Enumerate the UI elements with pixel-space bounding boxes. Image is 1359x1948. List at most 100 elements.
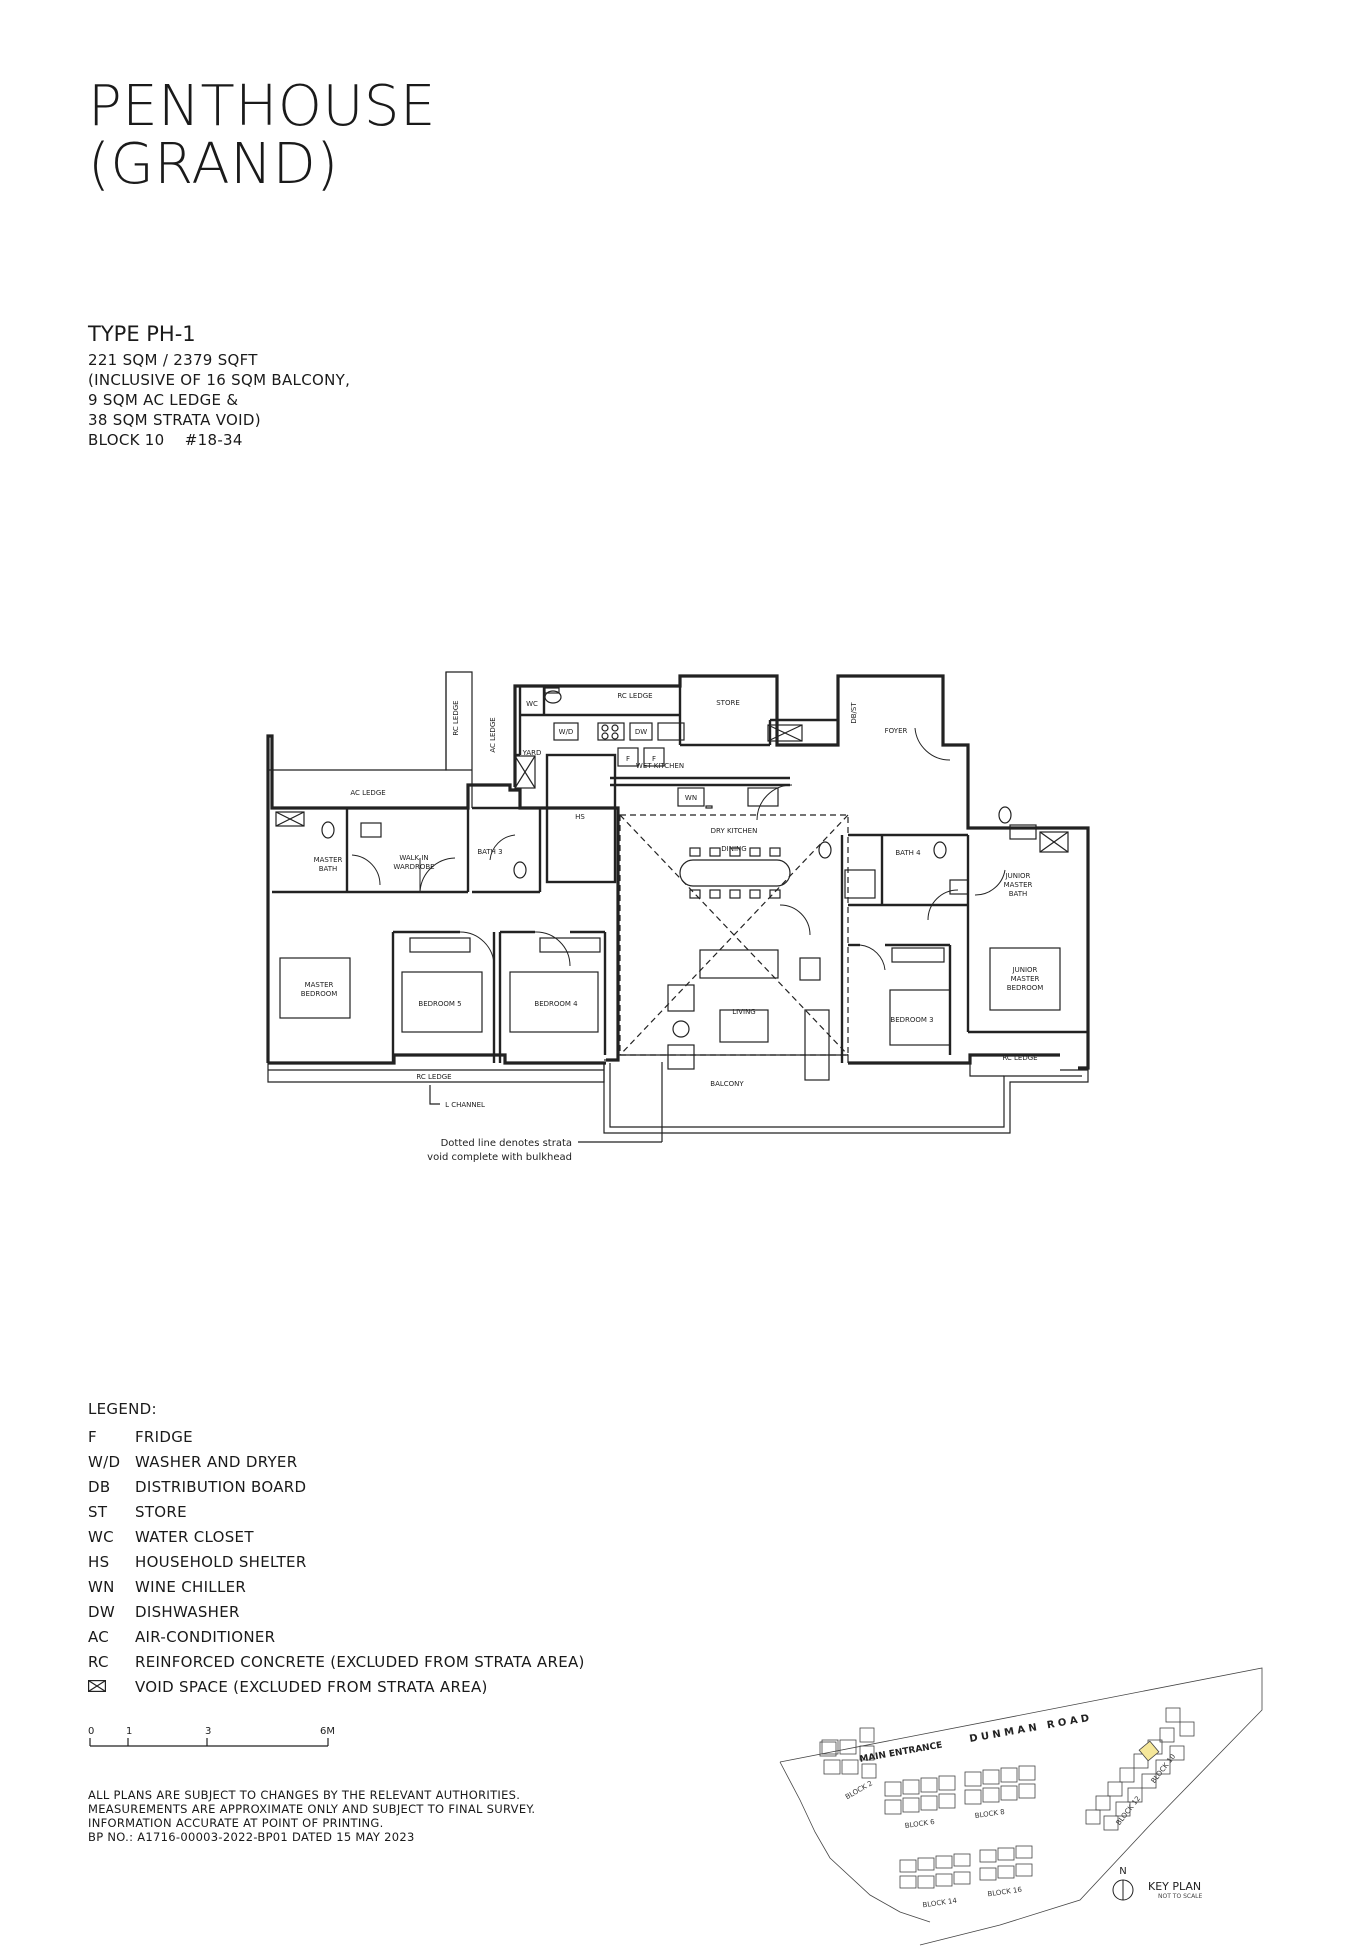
unit-area: 221 SQM / 2379 SQFT bbox=[88, 351, 258, 369]
label-living: LIVING bbox=[732, 1008, 755, 1016]
dishwasher bbox=[629, 722, 653, 741]
legend-code: WC bbox=[88, 1527, 114, 1546]
unit-info: TYPE PH-1 221 SQM / 2379 SQFT (INCLUSIVE… bbox=[88, 322, 350, 450]
label-junior-master-bath-3: BATH bbox=[1009, 890, 1028, 898]
disclaimer: ALL PLANS ARE SUBJECT TO CHANGES BY THE … bbox=[88, 1788, 535, 1844]
legend-item: WN WINE CHILLER bbox=[88, 1574, 585, 1599]
legend-label: HOUSEHOLD SHELTER bbox=[135, 1552, 307, 1571]
note-line-1: Dotted line denotes strata bbox=[441, 1138, 572, 1149]
legend-label: STORE bbox=[135, 1502, 187, 1521]
label-store: STORE bbox=[716, 699, 740, 707]
label-dry-kitchen: DRY KITCHEN bbox=[711, 827, 758, 835]
legend-label: WINE CHILLER bbox=[135, 1577, 247, 1596]
void-box-2 bbox=[514, 755, 536, 789]
label-foyer: FOYER bbox=[885, 727, 908, 735]
legend-label: AIR-CONDITIONER bbox=[135, 1627, 276, 1646]
legend-code: AC bbox=[88, 1627, 110, 1646]
legend-code: DW bbox=[88, 1602, 115, 1621]
legend-item: AC AIR-CONDITIONER bbox=[88, 1624, 585, 1649]
unit-inclusive-2: 9 SQM AC LEDGE & bbox=[88, 391, 239, 409]
label-bedroom5: BEDROOM 5 bbox=[418, 1000, 461, 1008]
legend-label: DISTRIBUTION BOARD bbox=[135, 1477, 307, 1496]
label-bedroom4: BEDROOM 4 bbox=[534, 1000, 578, 1008]
label-master-bedroom-2: BEDROOM bbox=[301, 990, 338, 998]
coffee-table bbox=[719, 1009, 769, 1043]
label-bedroom3: BEDROOM 3 bbox=[890, 1016, 933, 1024]
legend-label: VOID SPACE (EXCLUDED FROM STRATA AREA) bbox=[135, 1677, 488, 1696]
label-junior-master-bedroom-1: JUNIOR bbox=[1012, 966, 1038, 974]
label-wn: WN bbox=[685, 794, 697, 802]
outer-wall-right bbox=[1078, 1032, 1090, 1070]
outer-wall-bottom-right bbox=[848, 1053, 1060, 1065]
label-rc-ledge-vertical: RC LEDGE bbox=[452, 700, 460, 735]
dining-table bbox=[679, 859, 791, 887]
label-master-bath-1: MASTER bbox=[314, 856, 343, 864]
page-title: PENTHOUSE (GRAND) bbox=[88, 78, 436, 194]
void-box-5 bbox=[844, 869, 876, 899]
label-db-st: DB/ST bbox=[850, 702, 858, 724]
label-rc-ledge-right: RC LEDGE bbox=[1002, 1054, 1037, 1062]
legend-code: RC bbox=[88, 1652, 109, 1671]
label-junior-master-bedroom-3: BEDROOM bbox=[1007, 984, 1044, 992]
label-yard: YARD bbox=[522, 749, 542, 757]
label-master-bedroom-1: MASTER bbox=[305, 981, 334, 989]
label-wc: WC bbox=[526, 700, 538, 708]
tv-console bbox=[804, 1009, 830, 1081]
disclaimer-line-1: ALL PLANS ARE SUBJECT TO CHANGES BY THE … bbox=[88, 1788, 521, 1802]
legend-code: WN bbox=[88, 1577, 115, 1596]
label-master-bath-2: BATH bbox=[319, 865, 338, 873]
legend-title: LEGEND: bbox=[88, 1400, 157, 1418]
legend-label: WATER CLOSET bbox=[135, 1527, 254, 1546]
scale-tick-6: 6M bbox=[320, 1726, 335, 1737]
scale-tick-1: 1 bbox=[126, 1726, 132, 1737]
label-f2: F bbox=[652, 755, 656, 763]
legend-item: DW DISHWASHER bbox=[88, 1599, 585, 1624]
void-space-icon bbox=[88, 1678, 135, 1696]
block-number: BLOCK 10 bbox=[88, 431, 165, 449]
label-ac-ledge-vertical: AC LEDGE bbox=[489, 717, 497, 752]
label-walk-in-1: WALK IN bbox=[399, 854, 428, 862]
junior-bed bbox=[989, 947, 1061, 1011]
title-line-1: PENTHOUSE bbox=[88, 74, 436, 139]
bedroom4-bed bbox=[509, 971, 599, 1033]
label-junior-master-bath-2: MASTER bbox=[1004, 881, 1033, 889]
legend-label: DISHWASHER bbox=[135, 1602, 240, 1621]
void-box-1 bbox=[275, 811, 305, 827]
master-bed bbox=[279, 957, 351, 1019]
outer-wall-main bbox=[266, 734, 620, 1063]
disclaimer-line-3: INFORMATION ACCURATE AT POINT OF PRINTIN… bbox=[88, 1816, 384, 1830]
unit-inclusive-3: 38 SQM STRATA VOID) bbox=[88, 411, 261, 429]
strata-void-dashed bbox=[619, 814, 849, 1056]
hob bbox=[597, 722, 625, 741]
fridge-2 bbox=[643, 747, 665, 767]
balcony-outline bbox=[603, 1063, 1089, 1134]
unit-block: BLOCK 10 #18-34 bbox=[88, 430, 350, 450]
legend-item: DB DISTRIBUTION BOARD bbox=[88, 1474, 585, 1499]
fridge-1 bbox=[617, 747, 639, 767]
label-walk-in-2: WARDROBE bbox=[393, 863, 434, 871]
label-bath3: BATH 3 bbox=[477, 848, 502, 856]
label-dining: DINING bbox=[721, 845, 746, 853]
legend-label: FRIDGE bbox=[135, 1427, 193, 1446]
disclaimer-line-4: BP NO.: A1716-00003-2022-BP01 DATED 15 M… bbox=[88, 1830, 415, 1844]
washer-dryer bbox=[553, 722, 579, 741]
void-box-3 bbox=[767, 724, 803, 742]
legend-item: WC WATER CLOSET bbox=[88, 1524, 585, 1549]
void-box-4 bbox=[1039, 831, 1069, 853]
label-l-channel: L CHANNEL bbox=[445, 1101, 485, 1109]
label-balcony: BALCONY bbox=[710, 1080, 744, 1088]
scale-tick-3: 3 bbox=[205, 1726, 211, 1737]
label-wd: W/D bbox=[559, 728, 574, 736]
label-junior-master-bedroom-2: MASTER bbox=[1011, 975, 1040, 983]
scale-tick-0: 0 bbox=[88, 1726, 94, 1737]
title-line-2: (GRAND) bbox=[88, 132, 339, 197]
label-hs: HS bbox=[575, 813, 585, 821]
legend-code: ST bbox=[88, 1502, 108, 1521]
scale-bar: 0 1 3 6M bbox=[88, 1722, 348, 1766]
legend-code: DB bbox=[88, 1477, 111, 1496]
label-rc-ledge-bottom: RC LEDGE bbox=[416, 1073, 451, 1081]
